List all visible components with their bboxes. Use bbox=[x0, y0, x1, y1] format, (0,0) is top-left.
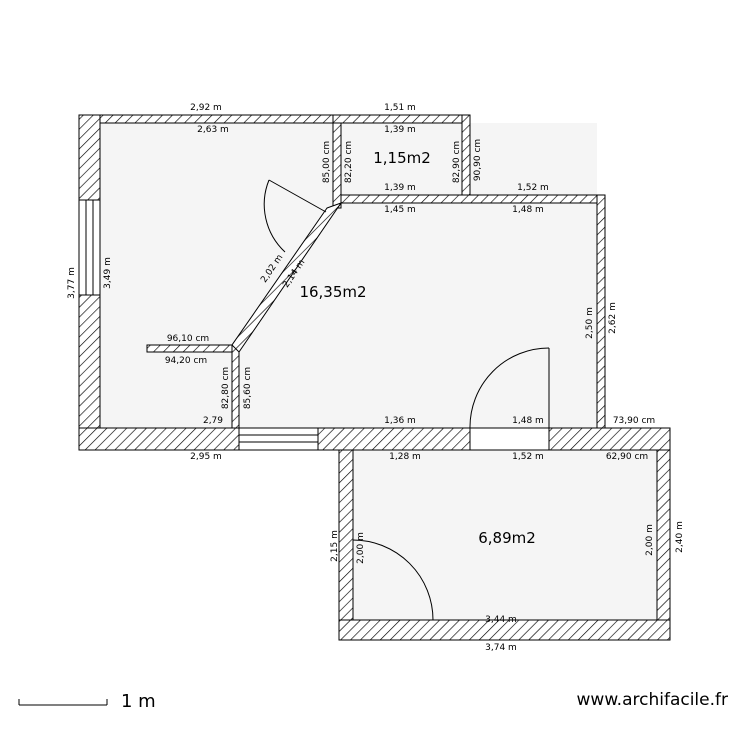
wall-top-left bbox=[78, 114, 334, 124]
dim-stub-bottom: 94,20 cm bbox=[165, 356, 207, 366]
dim-right-inner-height: 2,50 m bbox=[585, 307, 595, 339]
room-area-main: 16,35m2 bbox=[299, 283, 366, 301]
window-bottom bbox=[238, 427, 319, 451]
scale-bar bbox=[18, 699, 108, 706]
dim-top-inner-left: 2,63 m bbox=[197, 125, 229, 135]
dim-bed-top-b: 1,52 m bbox=[512, 452, 544, 462]
dim-right-outer-height: 2,62 m bbox=[608, 302, 618, 334]
room-area-bedroom: 6,89m2 bbox=[478, 529, 536, 547]
dim-small-right-outer: 90,90 cm bbox=[473, 139, 483, 181]
window-left bbox=[78, 199, 101, 296]
room-area-bathroom: 1,15m2 bbox=[373, 149, 431, 167]
wall-right bbox=[596, 194, 606, 429]
dim-lower-inner: 82,80 cm bbox=[221, 367, 231, 409]
wall-bottom-mid bbox=[317, 427, 471, 451]
wall-left-lower bbox=[78, 294, 101, 451]
dim-stub-top: 96,10 cm bbox=[167, 334, 209, 344]
wall-lower-partition bbox=[231, 344, 240, 429]
dim-mid-inner-b: 1,48 m bbox=[512, 205, 544, 215]
wall-stub bbox=[146, 344, 233, 353]
dim-bottom-right: 1,48 m bbox=[512, 416, 544, 426]
dim-bed-left-inner: 2,00 m bbox=[356, 532, 366, 564]
dim-small-right-inner: 82,90 cm bbox=[452, 141, 462, 183]
wall-mid-top bbox=[340, 194, 606, 204]
dim-left-outer-height: 3,77 m bbox=[67, 267, 77, 299]
dim-bottom-outer-left: 2,95 m bbox=[190, 452, 222, 462]
dim-right-top-outer: 1,52 m bbox=[517, 183, 549, 193]
walls bbox=[78, 114, 671, 641]
wall-diagonal bbox=[231, 202, 343, 353]
dim-small-left-inner: 82,20 cm bbox=[344, 141, 354, 183]
dim-top-outer-small: 1,51 m bbox=[384, 103, 416, 113]
dim-small-left-outer: 85,00 cm bbox=[322, 141, 332, 183]
scale-label: 1 m bbox=[121, 691, 156, 712]
wall-small-right bbox=[461, 114, 471, 198]
door-opening-bedroom bbox=[469, 427, 550, 451]
door-swing-diagonal bbox=[263, 179, 327, 253]
door-swing-bedroom-entrance bbox=[469, 347, 550, 429]
dim-corner-right: 73,90 cm bbox=[613, 416, 655, 426]
wall-bed-right bbox=[656, 449, 671, 641]
wall-bed-left bbox=[338, 449, 354, 621]
dim-bed-bottom-inner: 3,44 m bbox=[485, 615, 517, 625]
door-swing-bedroom-inner bbox=[352, 539, 434, 621]
dim-top-inner-small: 1,39 m bbox=[384, 125, 416, 135]
dim-lower-outer: 85,60 cm bbox=[243, 367, 253, 409]
site-watermark: www.archifacile.fr bbox=[577, 690, 728, 710]
dim-small-bottom: 1,39 m bbox=[384, 183, 416, 193]
wall-left-upper bbox=[78, 114, 101, 201]
dim-bottom-mid: 1,36 m bbox=[384, 416, 416, 426]
wall-bed-bottom bbox=[338, 619, 671, 641]
dim-bed-right-inner: 2,00 m bbox=[645, 524, 655, 556]
main-room-floor bbox=[100, 123, 597, 428]
dim-bed-left-outer: 2,15 m bbox=[330, 530, 340, 562]
dim-bottom-small: 2,79 bbox=[203, 416, 223, 426]
dim-left-inner-height: 3,49 m bbox=[103, 257, 113, 289]
dim-bed-right-outer: 2,40 m bbox=[675, 521, 685, 553]
wall-small-left bbox=[332, 122, 342, 209]
bedroom-floor bbox=[353, 450, 657, 620]
dim-bed-top-right: 62,90 cm bbox=[606, 452, 648, 462]
wall-bottom-left bbox=[78, 427, 240, 451]
dim-top-outer-left: 2,92 m bbox=[190, 103, 222, 113]
dim-mid-inner-a: 1,45 m bbox=[384, 205, 416, 215]
dim-bed-top-a: 1,28 m bbox=[389, 452, 421, 462]
wall-bottom-right bbox=[548, 427, 671, 451]
dim-bed-bottom-outer: 3,74 m bbox=[485, 643, 517, 653]
wall-top-small bbox=[332, 114, 471, 124]
